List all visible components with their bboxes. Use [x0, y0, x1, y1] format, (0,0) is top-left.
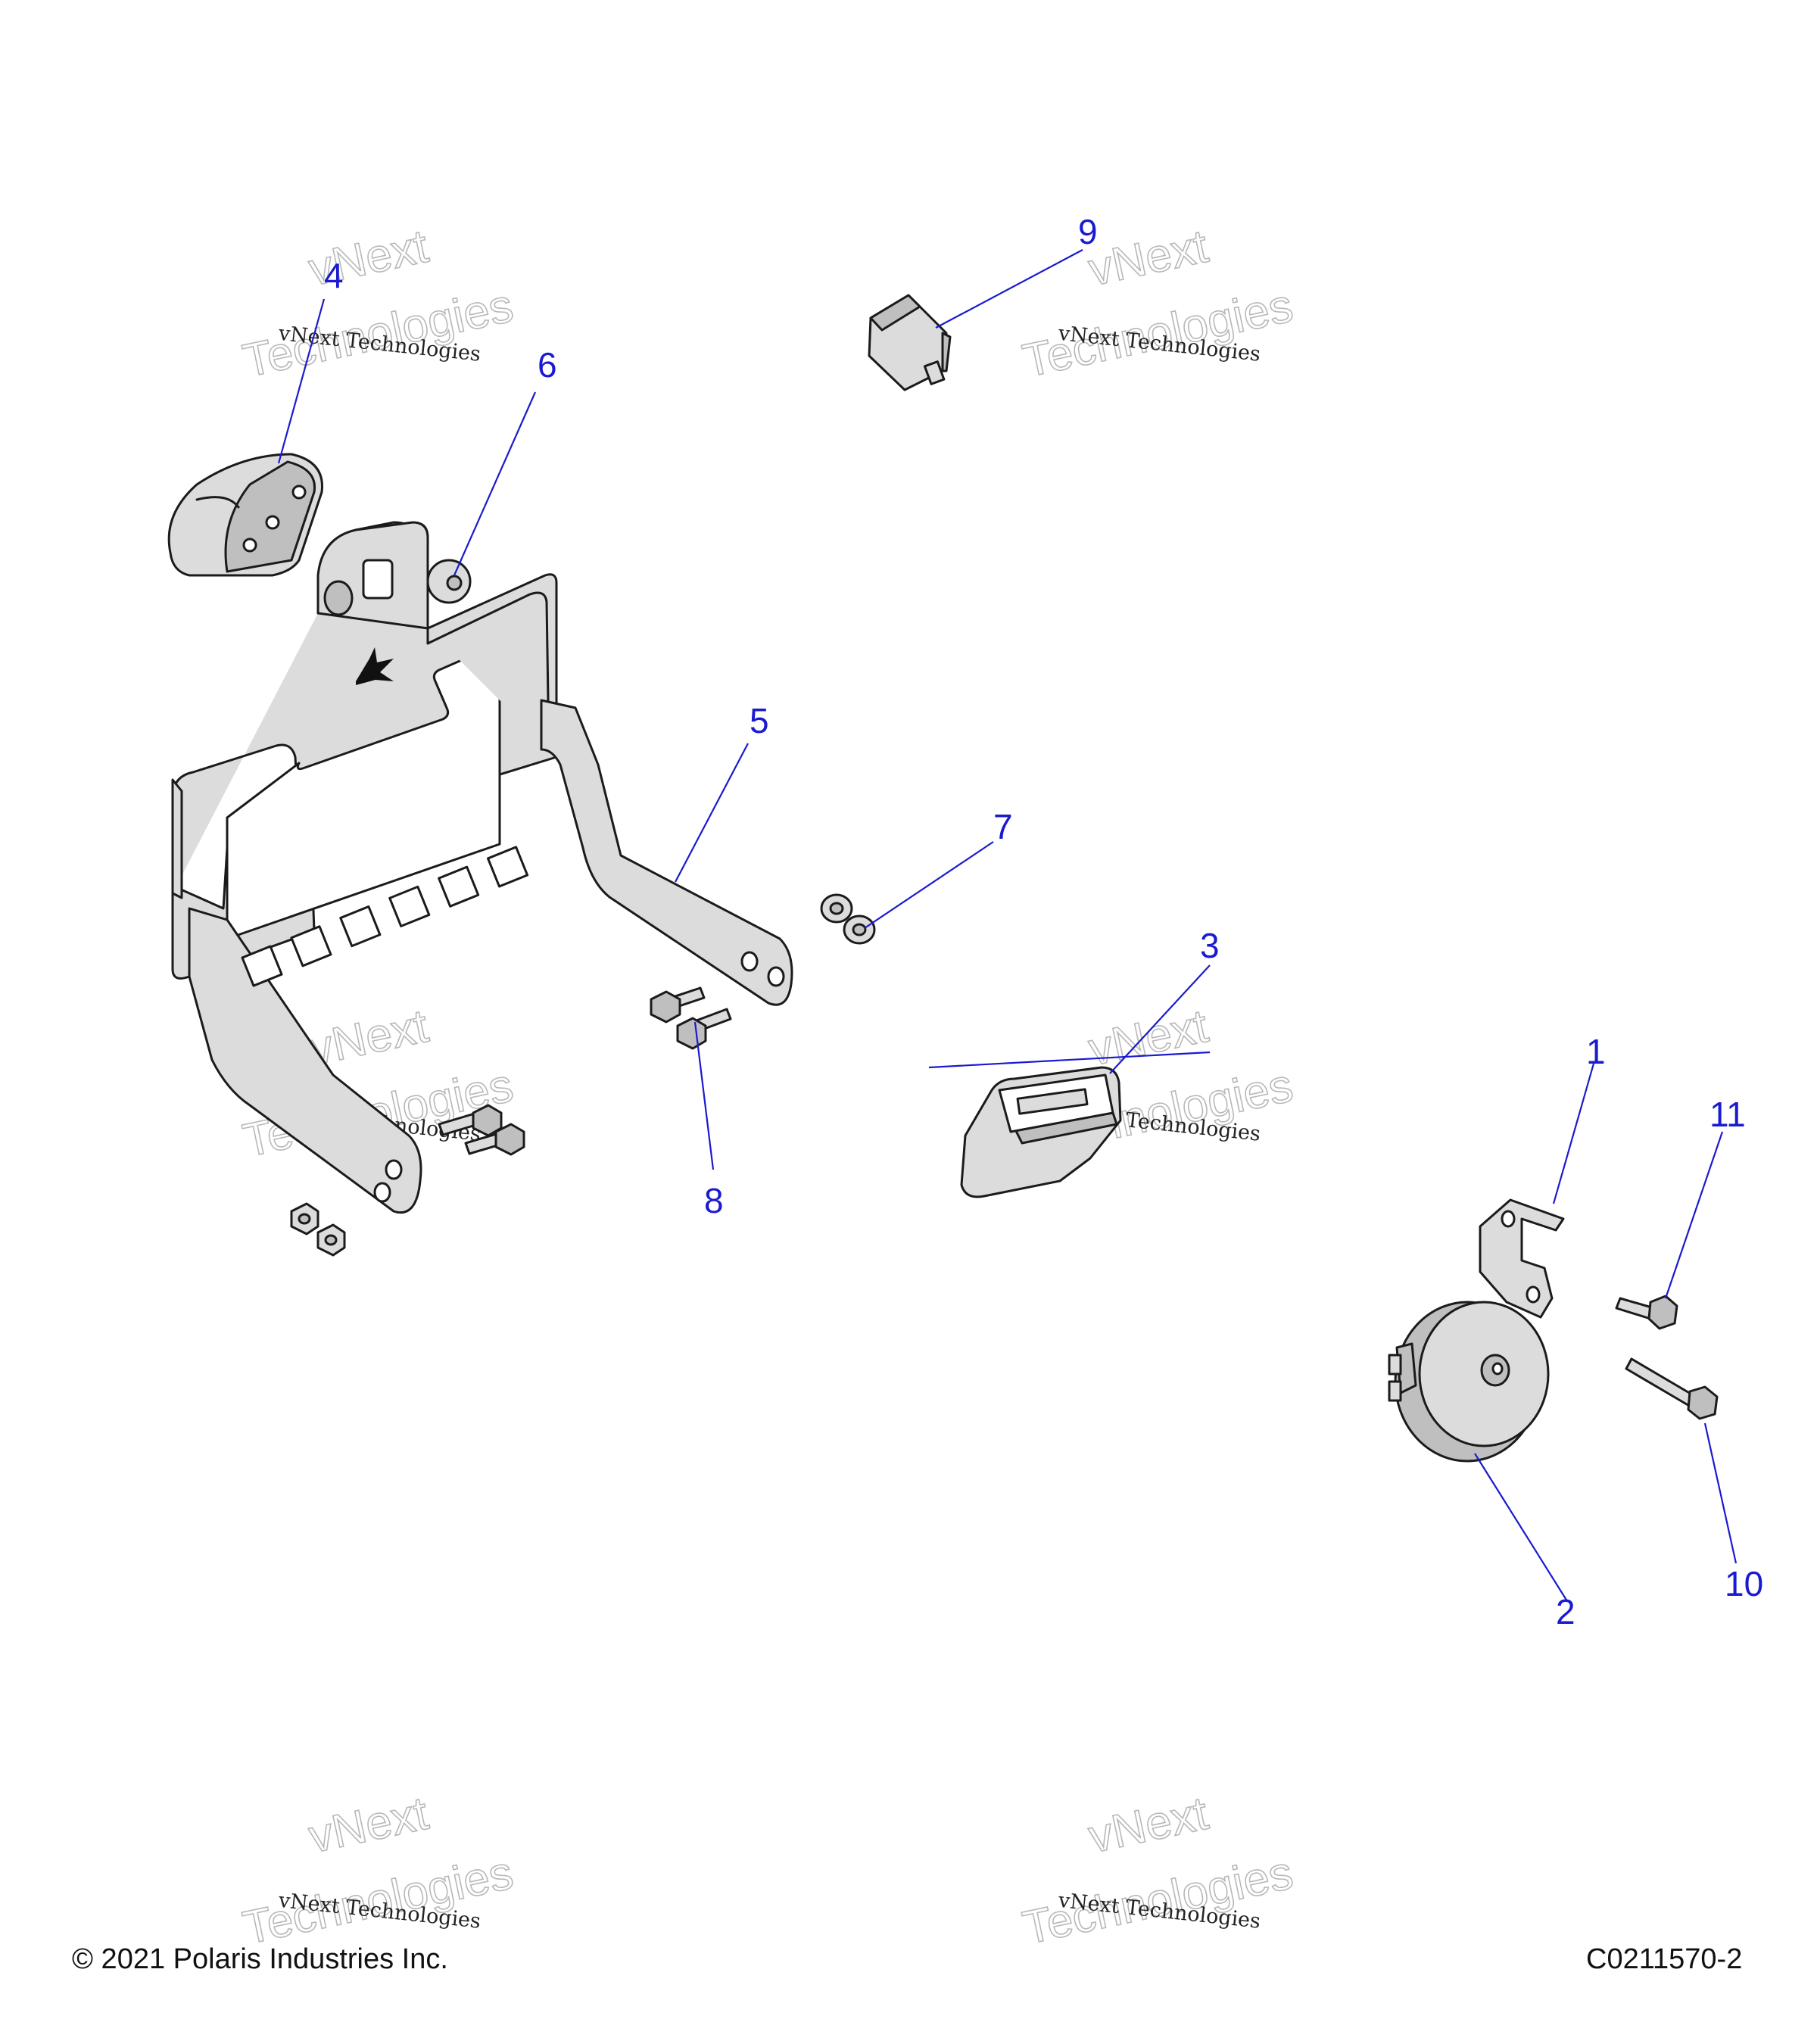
screws	[650, 986, 732, 1050]
diagram-code: C0211570-2	[1586, 1943, 1743, 1975]
svg-text:vNext: vNext	[1084, 220, 1212, 296]
watermark: vNext Technologies vNext Technologies	[1018, 220, 1298, 388]
callout-5: 5	[750, 701, 769, 740]
watermark: vNext Technologies vNext Technologies	[1018, 1787, 1298, 1955]
svg-text:vNext: vNext	[1084, 1000, 1212, 1076]
svg-text:vNext: vNext	[1084, 1787, 1212, 1863]
tail-light-module	[960, 1066, 1122, 1198]
spacer-grommet	[426, 559, 472, 604]
svg-text:vNext: vNext	[304, 1787, 432, 1863]
switch-relay	[868, 294, 952, 391]
bracket-screws-nuts	[290, 1104, 525, 1257]
watermark: vNext Technologies vNext Technologies	[238, 220, 518, 388]
grommets	[820, 893, 876, 945]
horn-bolts	[1615, 1295, 1719, 1420]
callout-8: 8	[704, 1181, 724, 1220]
callout-10: 10	[1725, 1564, 1763, 1603]
callout-9: 9	[1078, 212, 1098, 251]
bracket-lettering	[241, 846, 529, 987]
license-plate-bracket	[171, 521, 793, 1214]
callout-3: 3	[1200, 926, 1220, 965]
callout-6: 6	[538, 345, 557, 385]
callout-7: 7	[993, 807, 1013, 846]
leader-lines	[277, 249, 1738, 1602]
callouts: 1 2 3 4 5 6 7 8 9 10 11	[324, 212, 1763, 1631]
callout-1: 1	[1586, 1032, 1606, 1071]
callout-4: 4	[324, 256, 344, 295]
callout-11: 11	[1709, 1095, 1746, 1134]
copyright-text: © 2021 Polaris Industries Inc.	[72, 1943, 448, 1975]
horn-assembly	[1388, 1198, 1565, 1463]
license-plate-light-housing	[167, 453, 323, 577]
callout-2: 2	[1556, 1592, 1575, 1631]
